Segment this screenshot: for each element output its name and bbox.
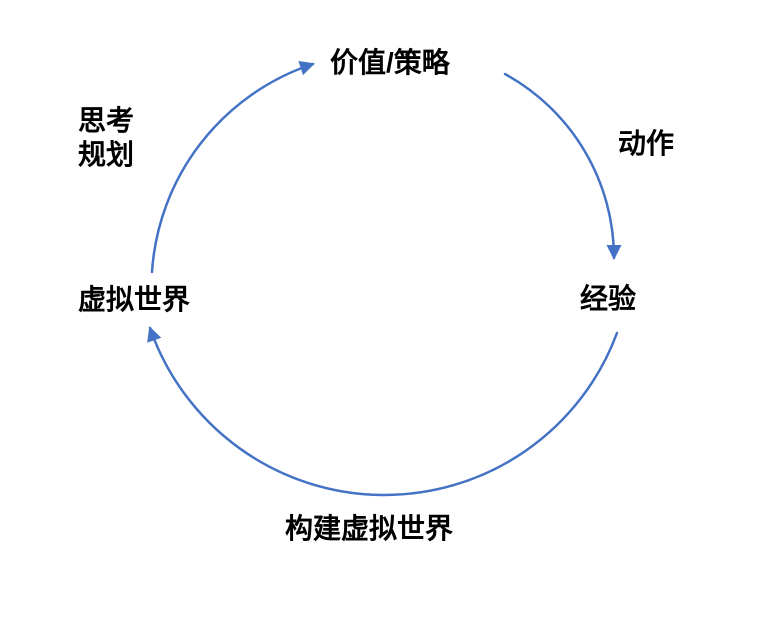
edge-label-think: 思考 <box>78 105 135 136</box>
edge-label-plan: 规划 <box>78 139 135 170</box>
edge-label-build-virtual-world: 构建虚拟世界 <box>285 513 454 544</box>
arrow-action <box>503 72 622 260</box>
node-virtual-world: 虚拟世界 <box>78 284 191 315</box>
node-experience: 经验 <box>580 283 637 314</box>
edge-label-action: 动作 <box>618 128 675 159</box>
arrow-build-virtual-world <box>147 326 619 497</box>
node-value-strategy: 价值/策略 <box>330 47 450 78</box>
edge-label-think-plan: 思考 规划 <box>78 104 134 172</box>
arrow-think-plan <box>150 60 315 274</box>
